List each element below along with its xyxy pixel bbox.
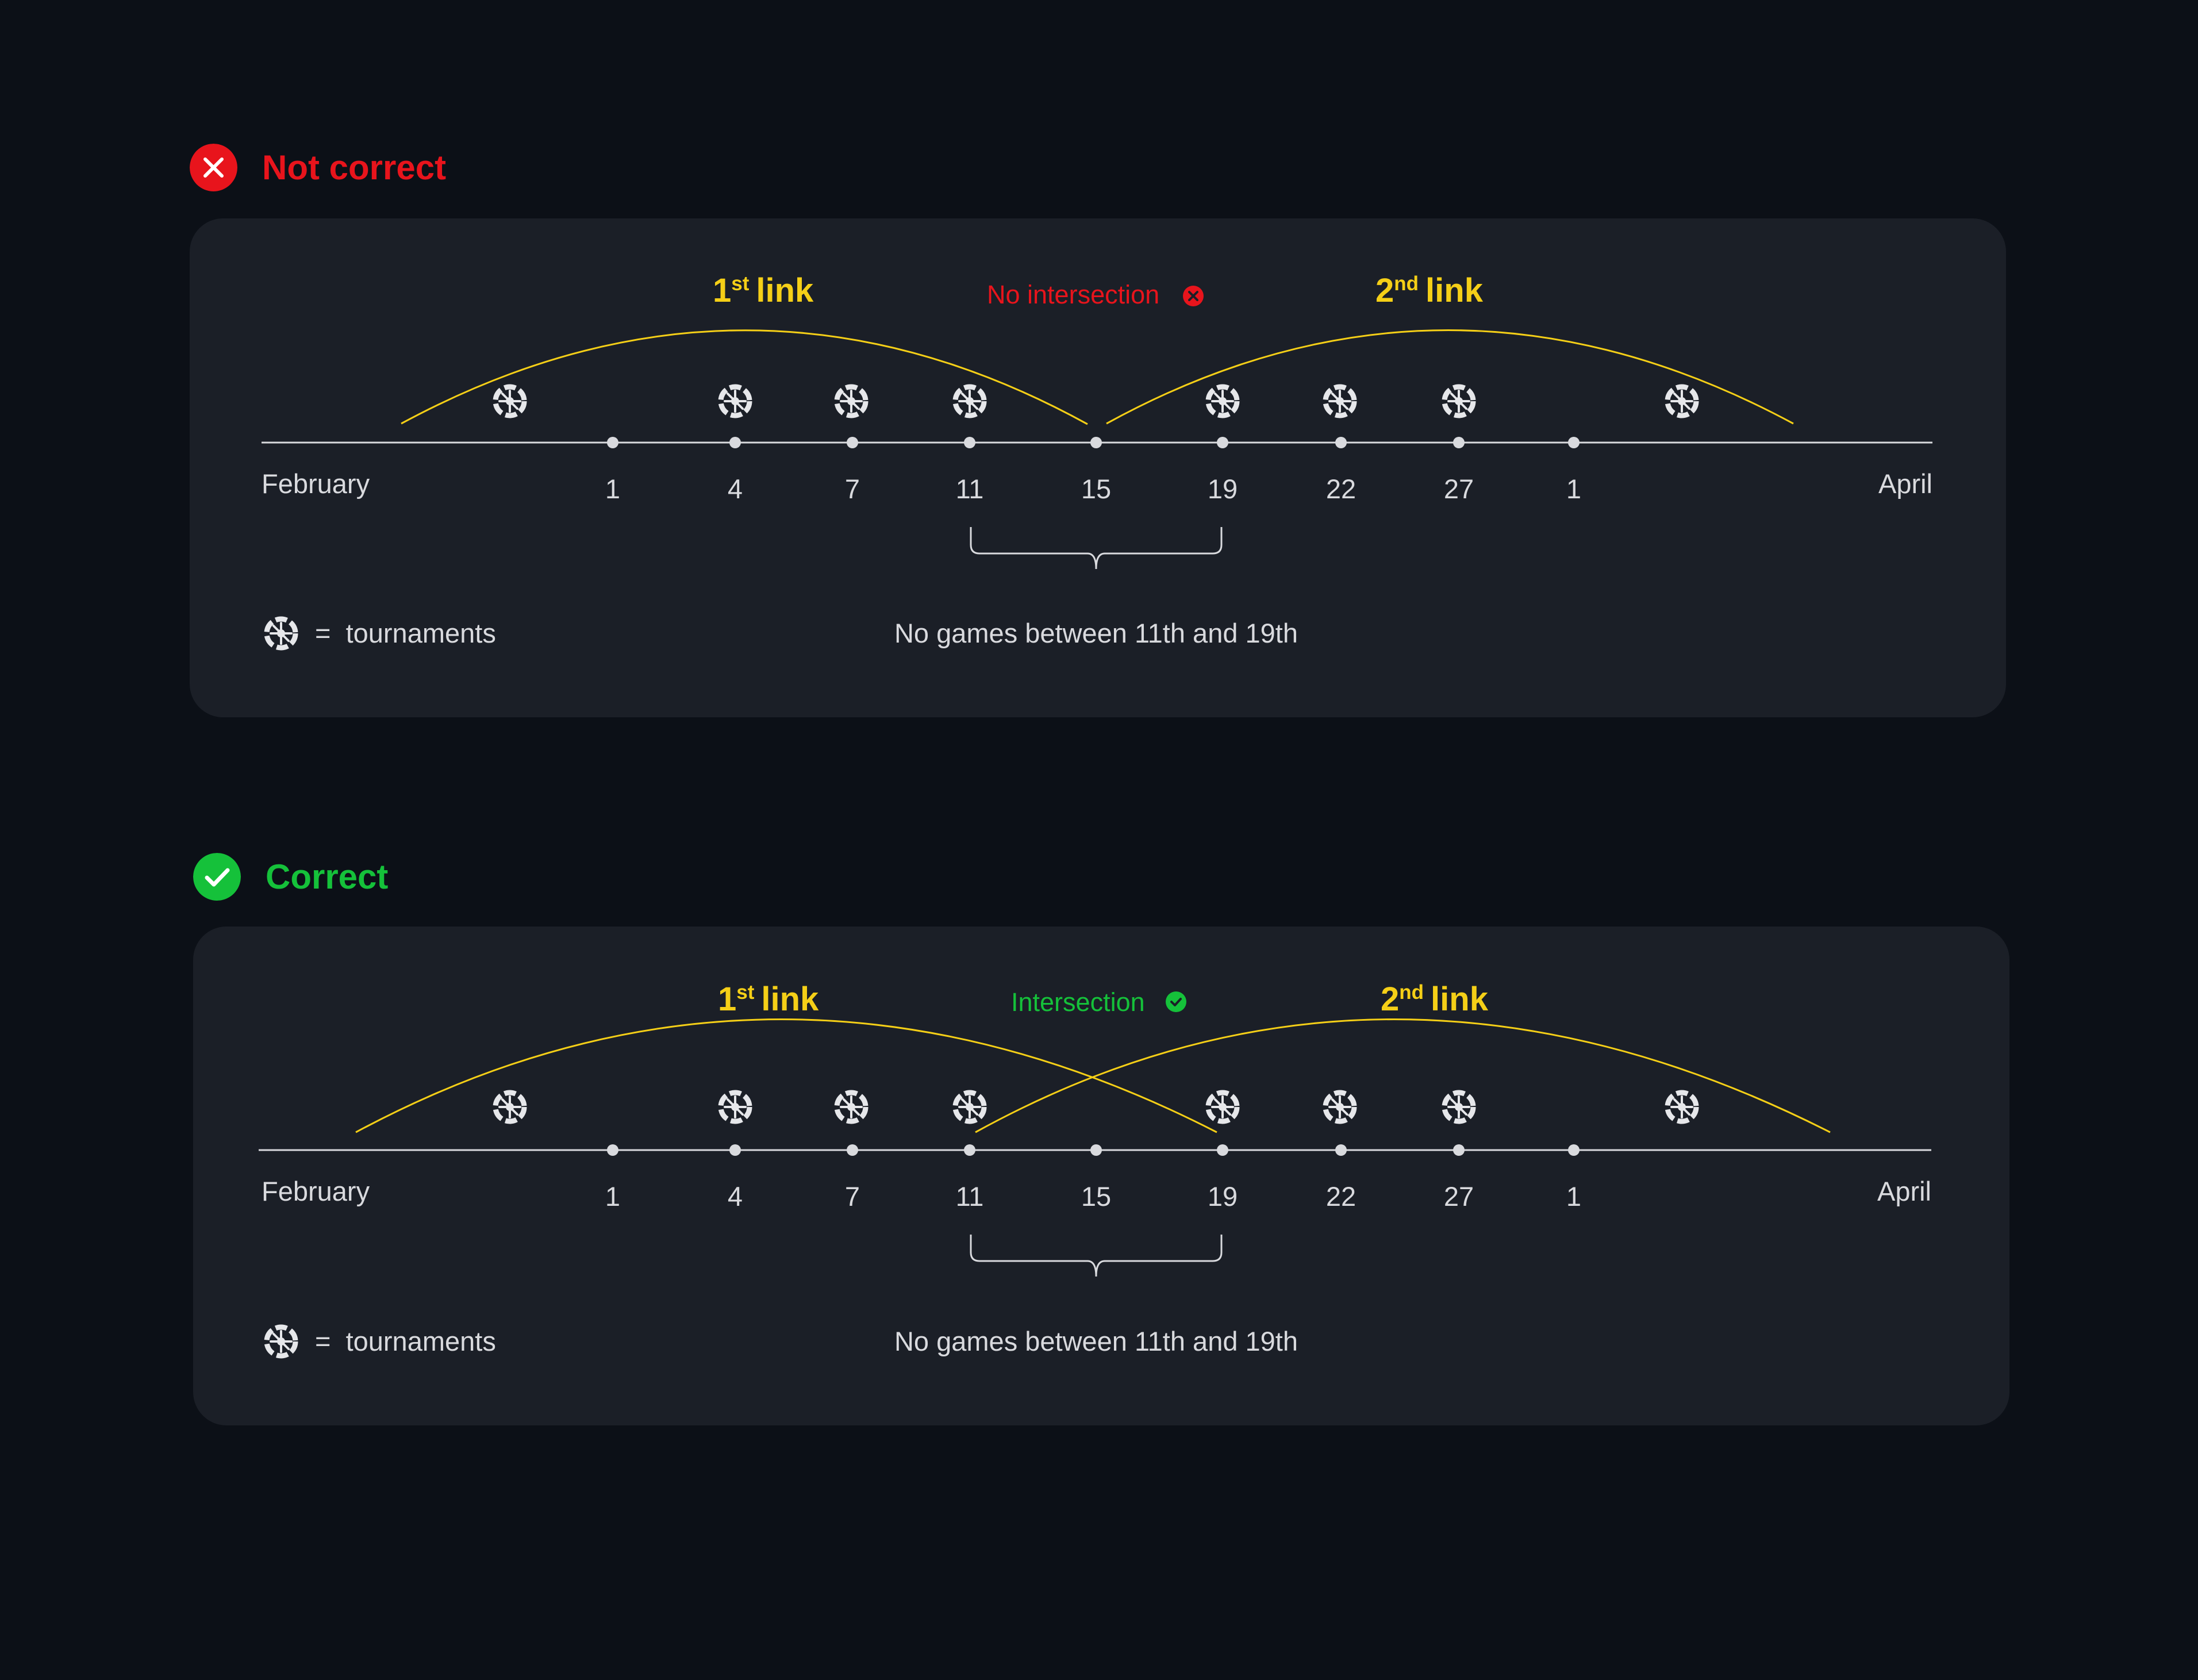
tournament-wheel-icon [1444,1093,1473,1121]
tick-dot [729,1144,741,1156]
tournament-wheel-icon [721,1093,750,1121]
check-icon [1166,991,1186,1012]
section-title: Correct [266,857,389,896]
tick-dots [607,1144,1580,1156]
tournament-wheel-icon [267,1327,295,1356]
check-icon [193,853,241,901]
tick-label: 19 [1208,474,1238,504]
tournament-wheel-icon [1208,1093,1237,1121]
tick-label: 22 [1326,1181,1356,1212]
tick-dot [964,437,975,448]
section-title: Not correct [262,148,447,187]
tournament-wheel-icon [1325,387,1354,416]
tournament-wheel-icon [495,1093,524,1121]
tick-dot [1568,1144,1580,1156]
tick-dot [729,437,741,448]
tick-label: 1 [1566,474,1581,504]
legend-text: = tournaments [315,1326,496,1356]
close-icon [1183,286,1204,306]
tick-dot [607,1144,618,1156]
start-month-label: February [262,1176,370,1206]
close-icon [190,144,237,191]
tick-label: 4 [728,474,743,504]
tick-label: 11 [956,1181,984,1212]
tick-dot [607,437,618,448]
second-link-arc [1106,329,1794,425]
tick-label: 4 [728,1181,743,1212]
tick-dot [1217,437,1228,448]
section-header-correct: Correct [193,853,388,901]
tournament-wheel-icon [1667,387,1696,416]
tournament-wheel-icon [495,387,524,416]
section-header-not-correct: Not correct [190,144,446,191]
tick-dot [847,437,858,448]
tick-dot [1453,1144,1465,1156]
tournament-wheel-icon [267,619,295,648]
second-link-arc [975,1018,1831,1133]
tournament-wheel-icon [1444,387,1473,416]
tournament-wheel-icon [1325,1093,1354,1121]
start-month-label: February [262,468,370,499]
tick-label: 7 [845,1181,860,1212]
tick-dot [1217,1144,1228,1156]
first-link-arc [355,1018,1217,1133]
tick-label: 1 [1566,1181,1581,1212]
tick-dot [1090,437,1102,448]
tournament-wheel-icon [837,387,866,416]
tournament-wheel-icon [1208,387,1237,416]
tournament-wheel-icon [955,1093,984,1121]
tick-dot [1568,437,1580,448]
tick-dot [1335,1144,1347,1156]
tick-dot [964,1144,975,1156]
tick-label: 7 [845,474,860,504]
tick-label: 22 [1326,474,1356,504]
tournament-wheel-icon [1667,1093,1696,1121]
intersection-label: No intersection [987,280,1159,309]
first-link-arc [401,329,1088,425]
tournament-wheel-icon [721,387,750,416]
tournament-wheel-icon [837,1093,866,1121]
caption: No games between 11th and 19th [894,618,1298,648]
tick-label: 11 [956,474,984,504]
legend-text: = tournaments [315,618,496,648]
tick-label: 19 [1208,1181,1238,1212]
tick-label: 1 [605,1181,620,1212]
caption: No games between 11th and 19th [894,1326,1298,1356]
intersection-label: Intersection [1011,987,1145,1017]
end-month-label: April [1877,1176,1931,1206]
tick-dot [847,1144,858,1156]
tick-dot [1090,1144,1102,1156]
tick-label: 27 [1444,474,1474,504]
tick-dot [1453,437,1465,448]
tick-label: 15 [1081,1181,1111,1212]
tick-dot [1335,437,1347,448]
tournament-wheel-icon [955,387,984,416]
range-brace [970,527,1223,570]
range-brace [970,1235,1223,1277]
tick-dots [607,437,1580,448]
end-month-label: April [1878,468,1932,499]
tick-label: 27 [1444,1181,1474,1212]
tick-label: 1 [605,474,620,504]
tick-label: 15 [1081,474,1111,504]
